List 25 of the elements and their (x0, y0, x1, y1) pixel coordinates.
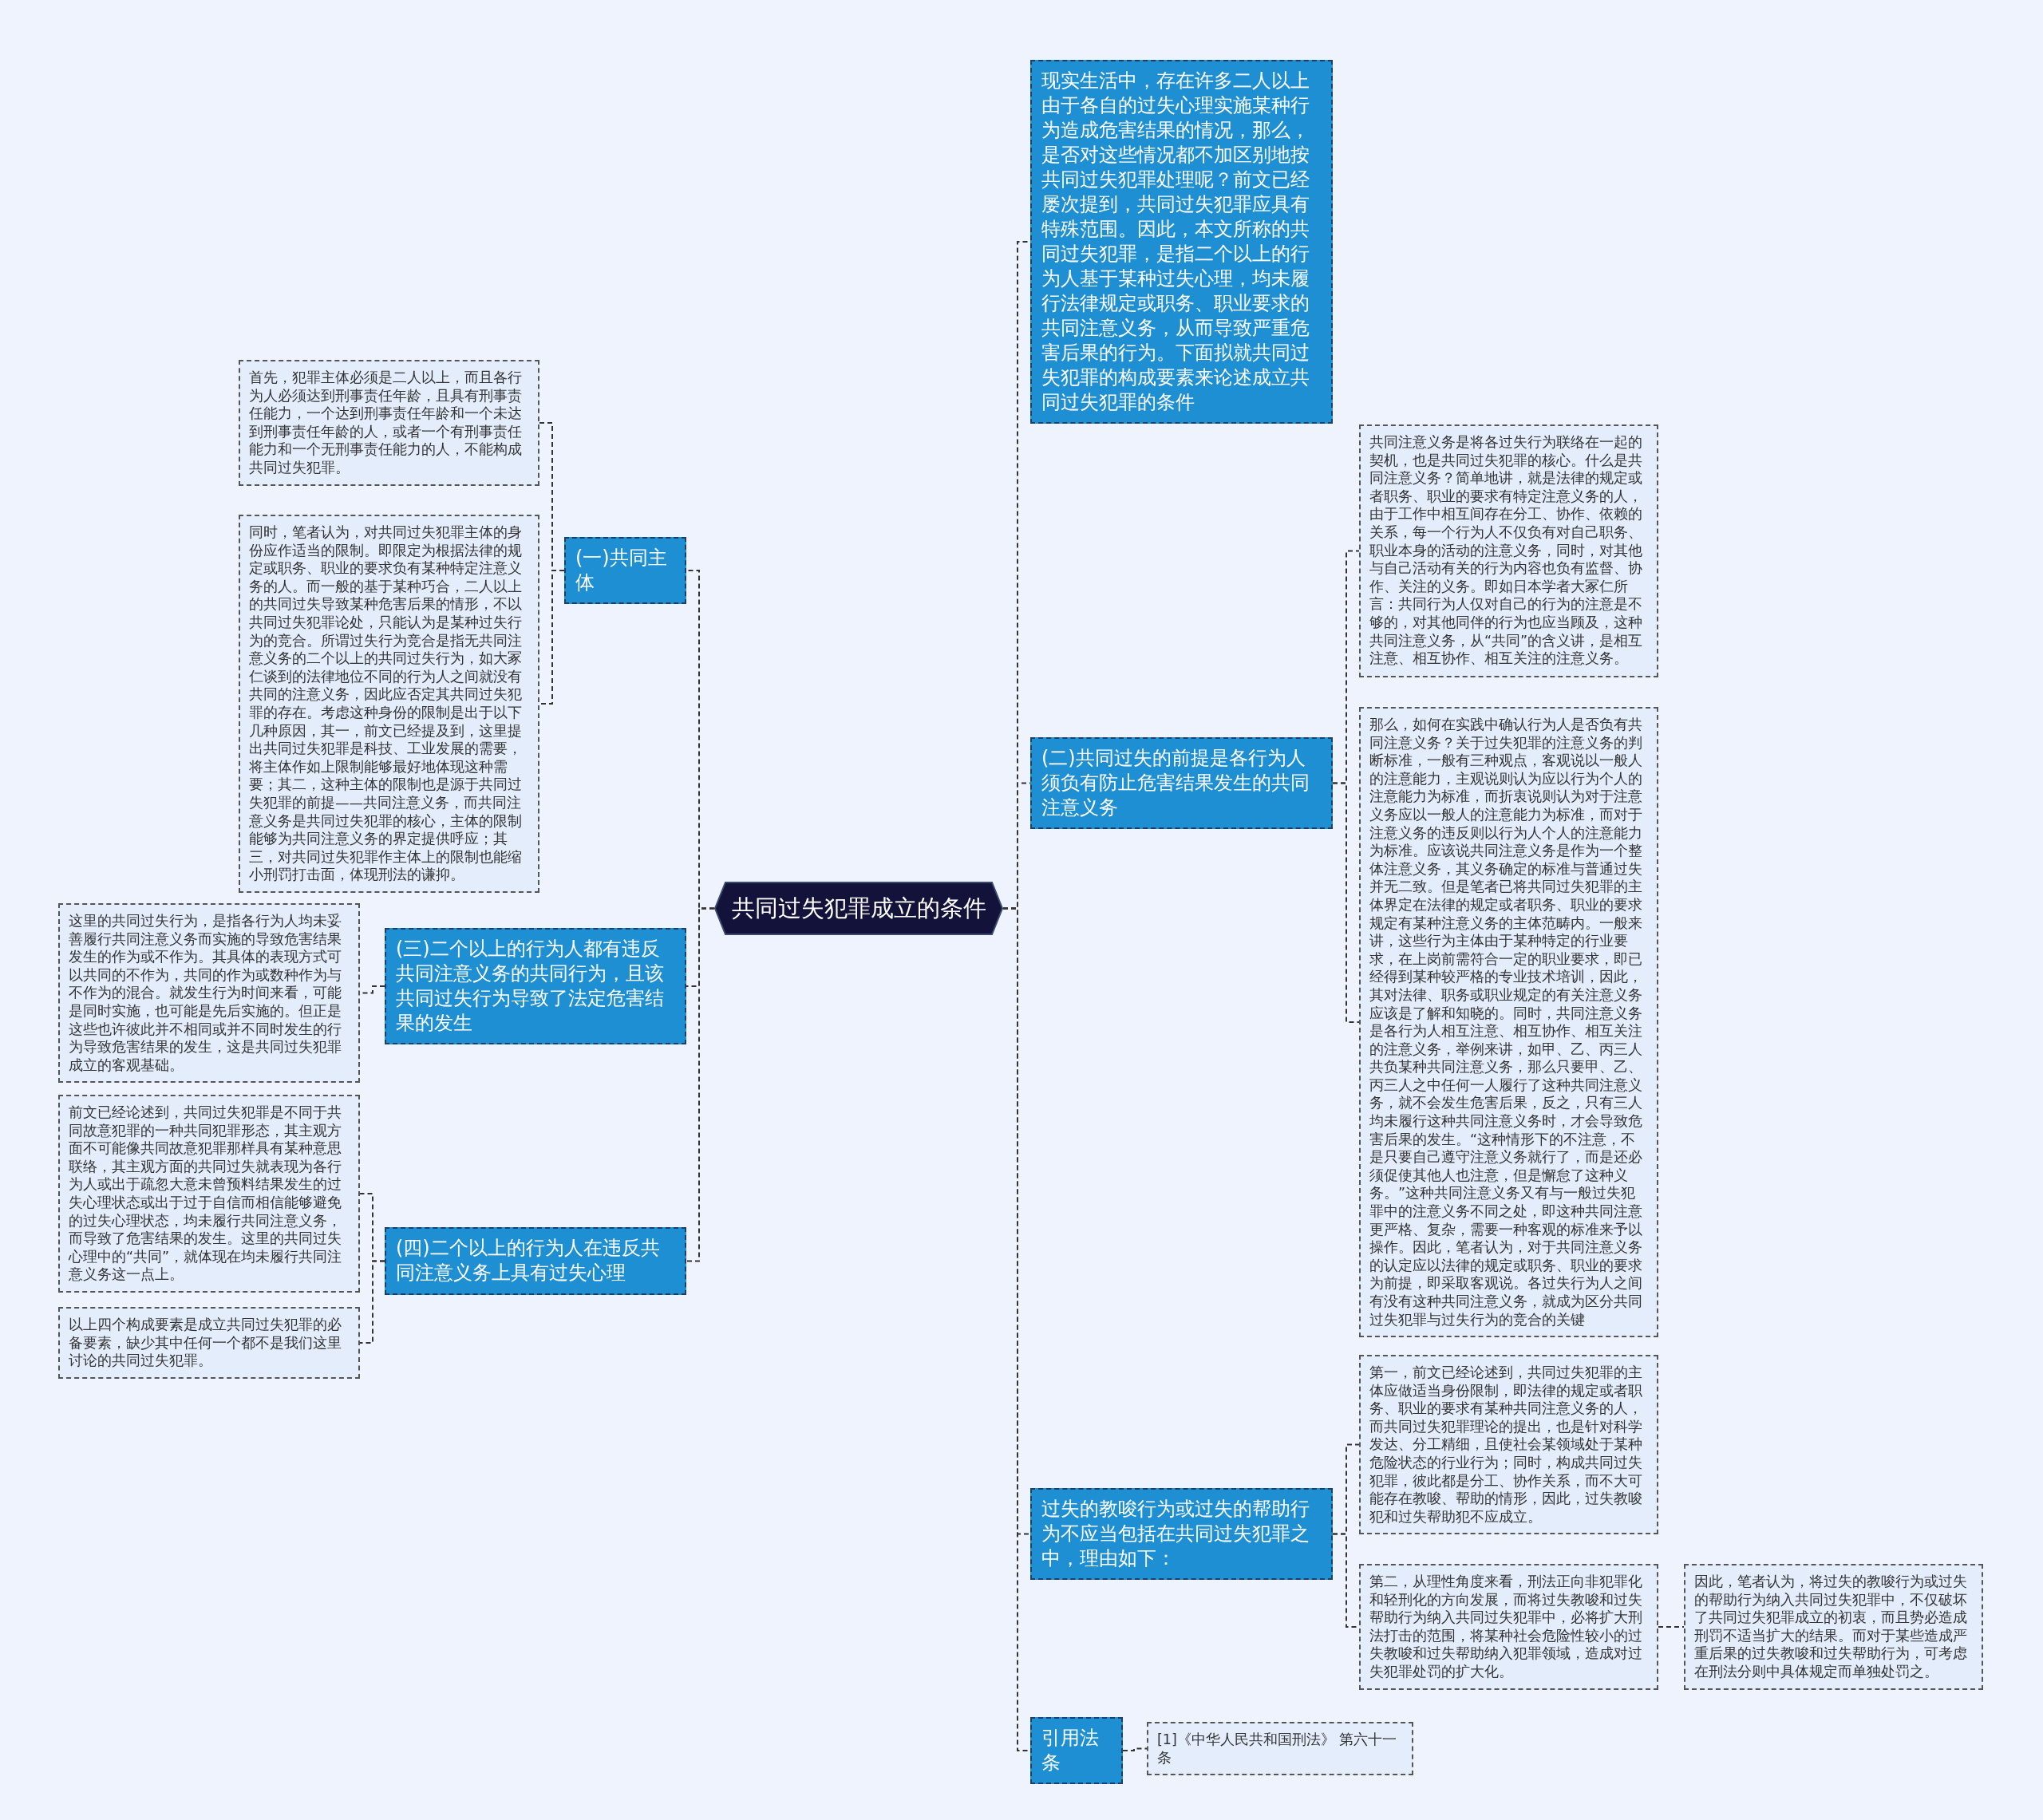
central-topic: 共同过失犯罪成立的条件 (714, 882, 1003, 935)
topic-box: (二)共同过失的前提是各行为人须负有防止危害结果发生的共同注意义务 (1030, 737, 1333, 829)
connector-line (686, 907, 715, 1262)
text-card: 同时，笔者认为，对共同过失犯罪主体的身份应作适当的限制。即限定为根据法律的规定或职务、职业的要求负有某种特定注意义务的人。而一般的基于某种巧合，二人以上的共同过失导致某种危害后果的情形，不以共同过失犯罪论处，只能认为是某种过失行为的竞合。所谓过失行为竞合是指无共同注意义务的二个以上的共同过失行为，如大冢仁谈到的法律地位不同的行为人之间就没有共同的注意义务，因此应否定其共同过失犯罪的存在。考虑这种身份的限制是出于以下几种原因，其一，前文已经提及到，这里提出共同过失犯罪是科技、工业发展的需要，将主体作如上限制能够最好地体现这种需要；其二，这种主体的限制也是源于共同过失犯罪的前提——共同注意义务，而共同注意义务是共同过失犯罪的核心，主体的限制能够为共同注意义务的界定提供呼应；其三，对共同过失犯罪作主体上的限制也能缩小刑罚打击面，体现刑法的谦抑。 (239, 515, 539, 893)
connector-line (359, 1260, 385, 1344)
text-card: 第二，从理性角度来看，刑法正向非犯罪化和轻刑化的方向发展，而将过失教唆和过失帮助行为纳入共同过失犯罪中，必将扩大刑法打击的范围，将某种社会危险性较小的过失教唆和过失帮助纳入犯罪领域，造成对过失犯罪处罚的扩大化。 (1359, 1564, 1658, 1690)
connector-line (539, 570, 565, 705)
text-card: 以上四个构成要素是成立共同过失犯罪的必备要素，缺少其中任何一个都不是我们这里讨论的共同过失犯罪。 (58, 1307, 360, 1379)
topic-box: 现实生活中，存在许多二人以上由于各自的过失心理实施某种行为造成危害结果的情况，那么，是否对这些情况都不加区别地按共同过失犯罪处理呢？前文已经屡次提到，共同过失犯罪应具有特殊范围。因此，本文所称的共同过失犯罪，是指二个以上的行为人基于某种过失心理，均未履行法律规定或职务、职业要求的共同注意义务，从而导致严重危害后果的行为。下面拟就共同过失犯罪的构成要素来论述成立共同过失犯罪的条件 (1030, 60, 1333, 424)
text-card: 第一，前文已经论述到，共同过失犯罪的主体应做适当身份限制，即法律的规定或者职务、职业的要求有某种共同注意义务的人，而共同过失犯罪理论的提出，也是针对科学发达、分工精细，且使社会某领域处于某种危险状态的行业行为；同时，构成共同过失犯罪，彼此都是分工、协作关系，而不大可能存在教唆、帮助的情形，因此，过失教唆犯和过失帮助犯不应成立。 (1359, 1355, 1658, 1535)
connector-line (1122, 1747, 1148, 1751)
text-card: 共同注意义务是将各过失行为联络在一起的契机，也是共同过失犯罪的核心。什么是共同注意义务？简单地讲，就是法律的规定或者职务、职业的要求有特定注意义务的人，由于工作中相互间存在分工、协作、依赖的关系，每一个行为人不仅负有对自己职务、职业本身的活动的注意义务，同时，对其他与自己活动有关的行为内容也负有监督、协作、关注的义务。即如日本学者大冢仁所言：共同行为人仅对自己的行为的注意是不够的，对其他同伴的行为也应当顾及，这种共同注意义务，从“共同”的含义讲，是相互注意、相互协作、相互关注的注意义务。 (1359, 424, 1658, 677)
topic-box: 引用法条 (1030, 1717, 1123, 1784)
text-card: 那么，如何在实践中确认行为人是否负有共同注意义务？关于过失犯罪的注意义务的判断标准，一般有三种观点，客观说以一般人的注意能力，主观说则认为应以行为个人的注意能力为标准，而折衷说则认为对于注意义务应以一般人的注意能力为标准，而对于注意义务的违反则以行为人个人的注意能力为标准。应该说共同注意义务是作为一个整体注意义务，其义务确定的标准与普通过失并无二致。但是笔者已将共同过失犯罪的主体界定在法律的规定或者职务、职业的要求规定有某种注意义务的主体范畴内。一般来讲，这些行为主体由于某种特定的行业要求，在上岗前需符合一定的职业要求，即已经得到某种较严格的专业技术培训，因此，其对法律、职务或职业规定的有关注意义务应该是了解和知晓的。同时，共同注意义务是各行为人相互注意、相互协作、相互关注的注意义务，举例来讲，如甲、乙、丙三人共负某种共同注意义务，那么只要甲、乙、丙三人之中任何一人履行了这种共同注意义务，就不会发生危害后果，反之，只有三人均未履行这种共同注意义务时，才会导致危害后果的发生。“这种情形下的不注意，不是只要自己遵守注意义务就行了，而是还必须促使其他人也注意，但是懈怠了这种义务。”这种共同注意义务又有与一般过失犯罪中的注意义务不同之处，即这种共同注意更严格、复杂，需要一种客观的标准来予以操作。因此，笔者认为，对于共同注意义务的认定应以法律的规定或职务、职业的要求为前提，即采取客观说。各过失行为人之间有没有这种共同注意义务，就成为区分共同过失犯罪与过失行为的竞合的关键 (1359, 707, 1658, 1338)
connector-line (1658, 1626, 1685, 1628)
connector-line (1332, 782, 1360, 1023)
text-card: 前文已经论述到，共同过失犯罪是不同于共同故意犯罪的一种共同犯罪形态，其主观方面不可能像共同故意犯罪那样具有某种意思联络，其主观方面的共同过失就表现为各行为人或出于疏忽大意未曾预料结果发生的过失心理状态或出于过于自信而相信能够避免的过失心理状态，均未履行共同注意义务，而导致了危害结果的发生。这里的共同过失心理中的“共同”，就体现在均未履行共同注意义务这一点上。 (58, 1095, 360, 1293)
text-card: 因此，笔者认为，将过失的教唆行为或过失的帮助行为纳入共同过失犯罪中，不仅破坏了共同过失犯罪成立的初衷，而且势必造成刑罚不适当扩大的结果。而对于某些造成严重后果的过失教唆和过失帮助行为，可考虑在刑法分则中具体规定而单独处罚之。 (1684, 1564, 1983, 1690)
text-card: 这里的共同过失行为，是指各行为人均未妥善履行共同注意义务而实施的导致危害结果发生的作为或不作为。其具体的表现方式可以共同的不作为，共同的作为或数种作为与不作为的混合。就发生行为时间来看，可能是同时实施，也可能是先后实施的。但正是这些也许彼此并不相同或并不同时发生的行为导致危害结果的发生，这是共同过失犯罪成立的客观基础。 (58, 903, 360, 1084)
topic-box: 过失的教唆行为或过失的帮助行为不应当包括在共同过失犯罪之中，理由如下： (1030, 1488, 1333, 1580)
topic-box: (三)二个以上的行为人都有违反共同注意义务的共同行为，且该共同过失行为导致了法定危害结果的发生 (385, 928, 686, 1044)
text-card: [1]《中华人民共和国刑法》 第六十一条 (1147, 1722, 1413, 1776)
text-card: 首先，犯罪主体必须是二人以上，而且各行为人必须达到刑事责任年龄，且具有刑事责任能力，一个达到刑事责任年龄和一个未达到刑事责任年龄的人，或者一个有刑事责任能力和一个无刑事责任能力的人，不能构成共同过失犯罪。 (239, 360, 539, 486)
topic-box: (四)二个以上的行为人在违反共同注意义务上具有过失心理 (385, 1227, 686, 1295)
topic-box: (一)共同主体 (564, 537, 686, 604)
